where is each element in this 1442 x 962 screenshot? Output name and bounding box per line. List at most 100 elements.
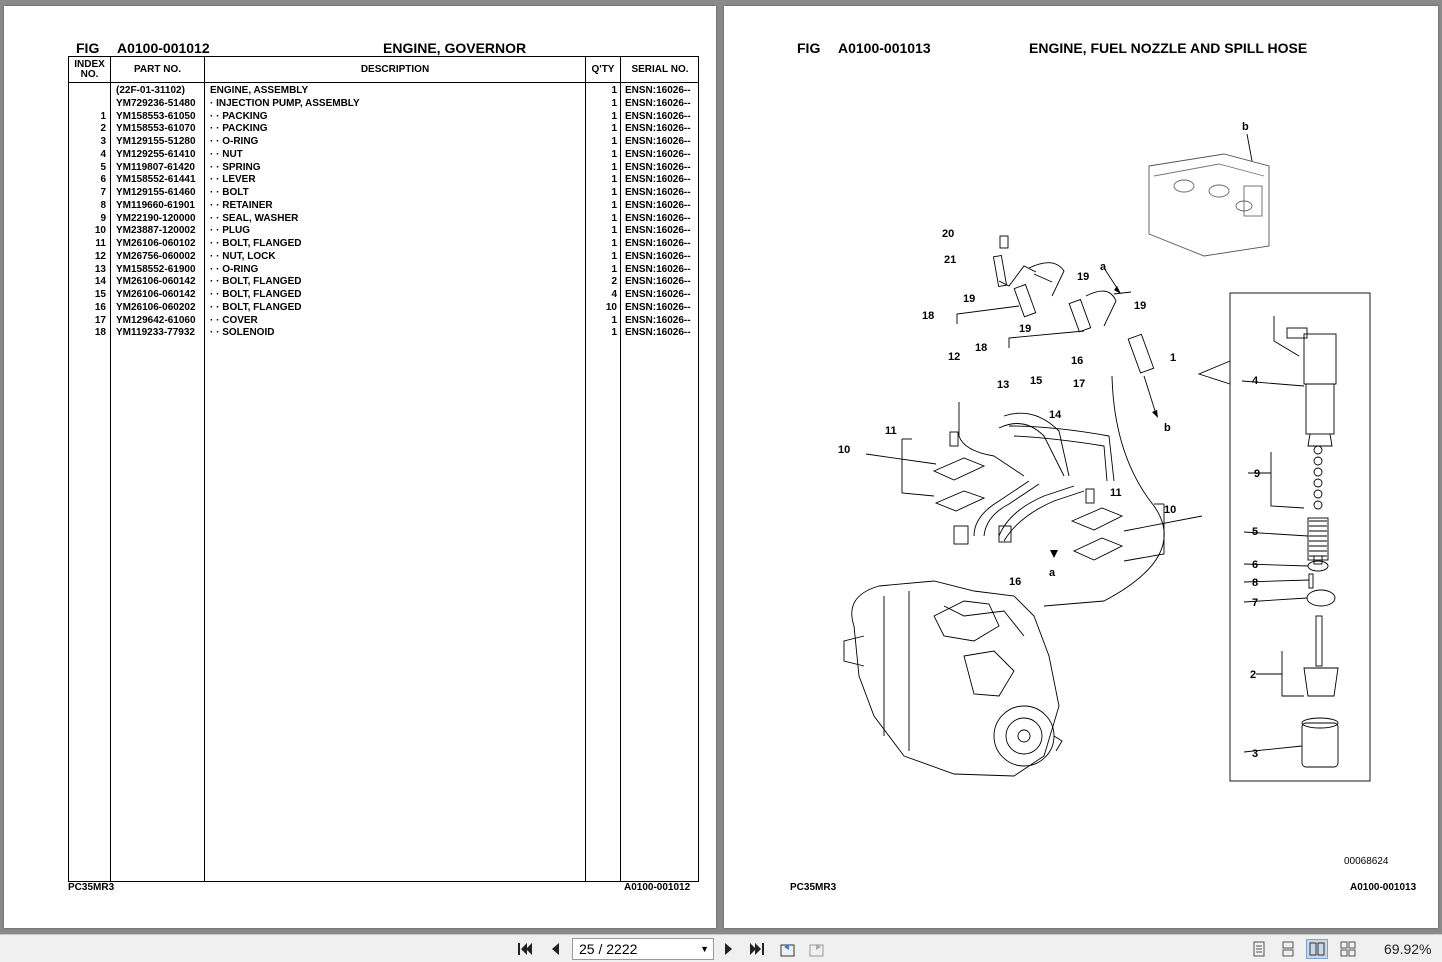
callout-19c: 19 <box>1134 300 1146 312</box>
table-header: INDEX NO. PART NO. DESCRIPTION Q'TY SERI… <box>69 57 698 83</box>
row-part-no: YM158553-61070 <box>116 123 196 135</box>
chevron-down-icon[interactable]: ▼ <box>700 944 709 954</box>
row-part-no: YM119807-61420 <box>116 161 195 173</box>
row-index: 10 <box>94 225 106 237</box>
row-index: 1 <box>100 110 106 122</box>
row-index: 14 <box>94 276 106 288</box>
row-index: 15 <box>94 289 106 300</box>
row-qty: 1 <box>611 250 617 262</box>
page-title: ENGINE, GOVERNOR <box>383 40 527 56</box>
row-description: · · BOLT, FLANGED <box>210 238 302 249</box>
row-part-no: YM26106-060102 <box>116 238 196 249</box>
row-serial: ENSN:16026-- <box>625 123 691 135</box>
zoom-level[interactable]: 69.92% <box>1384 941 1432 957</box>
footer-fig: A0100-001012 <box>624 882 691 893</box>
row-index: 2 <box>100 123 106 135</box>
row-index: 9 <box>100 212 106 224</box>
two-page-icon[interactable] <box>1306 939 1328 959</box>
callout-19b: 19 <box>963 293 975 305</box>
callout-5: 5 <box>1252 526 1258 538</box>
callout-a-mid: a <box>1049 567 1056 579</box>
row-qty: 1 <box>611 327 617 339</box>
row-description: · · LEVER <box>210 174 256 186</box>
row-serial: ENSN:16026-- <box>625 161 691 173</box>
parts-table: INDEX NO. PART NO. DESCRIPTION Q'TY SERI… <box>68 56 699 882</box>
row-description: · · O-RING <box>210 136 259 147</box>
row-index: 17 <box>94 314 106 326</box>
row-index: 5 <box>100 161 106 173</box>
two-page-continuous-icon[interactable] <box>1337 939 1359 959</box>
row-qty: 2 <box>611 276 617 288</box>
row-part-no: (22F-01-31102) <box>116 85 185 96</box>
row-qty: 1 <box>611 187 617 198</box>
single-page-icon[interactable] <box>1248 939 1270 959</box>
row-qty: 1 <box>611 97 617 109</box>
row-description: · · BOLT <box>210 187 249 198</box>
row-description: · · PLUG <box>210 225 250 237</box>
continuous-icon[interactable] <box>1277 939 1299 959</box>
prev-page-icon[interactable] <box>544 939 566 959</box>
row-serial: ENSN:16026-- <box>625 174 691 186</box>
row-qty: 1 <box>611 148 617 160</box>
callout-4: 4 <box>1252 375 1259 387</box>
row-serial: ENSN:16026-- <box>625 199 691 211</box>
back-view-icon[interactable] <box>777 939 799 959</box>
row-serial: ENSN:16026-- <box>625 250 691 262</box>
row-qty: 1 <box>611 110 617 122</box>
row-serial: ENSN:16026-- <box>625 238 691 249</box>
row-qty: 1 <box>611 161 617 173</box>
row-description: · · O-RING <box>210 263 259 275</box>
callout-7: 7 <box>1252 597 1258 609</box>
row-qty: 1 <box>611 263 617 275</box>
row-part-no: YM23887-120002 <box>116 225 196 237</box>
footer-model: PC35MR3 <box>68 882 115 893</box>
row-serial: ENSN:16026-- <box>625 148 691 160</box>
row-part-no: YM129155-51280 <box>116 136 196 147</box>
row-serial: ENSN:16026-- <box>625 225 691 237</box>
col-qty: Q'TY <box>591 64 615 75</box>
page-title: ENGINE, FUEL NOZZLE AND SPILL HOSE <box>1029 40 1308 56</box>
forward-view-icon[interactable] <box>806 939 828 959</box>
callout-11b: 11 <box>1110 487 1122 499</box>
first-page-icon[interactable] <box>514 939 536 959</box>
callout-1: 1 <box>1170 352 1176 364</box>
fig-label: FIG <box>76 40 100 56</box>
callout-15: 15 <box>1030 375 1042 387</box>
row-serial: ENSN:16026-- <box>625 276 691 288</box>
callout-16a: 16 <box>1071 355 1083 367</box>
row-description: · · BOLT, FLANGED <box>210 276 302 288</box>
next-page-icon[interactable] <box>718 939 740 959</box>
callout-21: 21 <box>944 254 956 266</box>
col-serial: SERIAL NO. <box>631 64 689 75</box>
col-description: DESCRIPTION <box>360 64 430 75</box>
row-part-no: YM119660-61901 <box>116 199 195 211</box>
row-qty: 1 <box>611 314 617 326</box>
row-qty: 4 <box>611 289 617 300</box>
page-number-input[interactable]: 25 / 2222 ▼ <box>572 938 714 960</box>
row-serial: ENSN:16026-- <box>625 212 691 224</box>
row-part-no: YM26106-060142 <box>116 276 196 288</box>
row-serial: ENSN:16026-- <box>625 263 691 275</box>
footer-model: PC35MR3 <box>790 882 837 893</box>
last-page-icon[interactable] <box>746 939 768 959</box>
page-indicator: 25 / 2222 <box>579 941 638 957</box>
row-qty: 1 <box>611 136 617 147</box>
callout-17: 17 <box>1073 378 1085 390</box>
callout-16b: 16 <box>1009 576 1021 588</box>
row-part-no: YM119233-77932 <box>116 327 195 339</box>
row-index: 16 <box>94 301 106 313</box>
row-index: 6 <box>100 174 106 186</box>
callout-6: 6 <box>1252 559 1258 571</box>
row-description: · · PACKING <box>210 110 268 122</box>
callout-9: 9 <box>1254 468 1260 480</box>
